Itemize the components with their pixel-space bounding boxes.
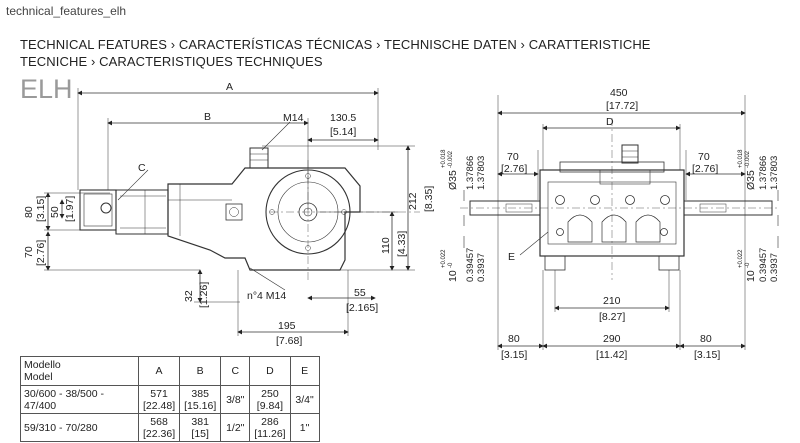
key-right-tol-dn: -0 [745, 262, 751, 268]
dim-32: 32 [183, 290, 195, 302]
table-cell: 568[22.36] [137, 413, 181, 442]
key-right-tol-up: +0.022 [738, 249, 744, 268]
dim-55-in: [2.165] [346, 302, 378, 314]
side-view [44, 88, 420, 336]
dim-80-right: 80 [700, 333, 712, 345]
dim-110-in: [4.33] [396, 231, 408, 257]
key-left-tol-up: +0.022 [441, 249, 447, 268]
table-header-col: C [220, 356, 251, 386]
shaft-left-tol-up: +0.018 [441, 149, 447, 168]
table-cell-model: 30/600 - 38/500 - 47/400 [20, 385, 139, 414]
model-name: ELH [20, 74, 73, 104]
dim-50: 50 [49, 206, 61, 218]
table-header-model: Modello Model [20, 356, 139, 386]
dim-50-in: [1.97] [64, 196, 76, 222]
shaft-left-in1: 1.37866 [465, 156, 476, 190]
table-cell: 3/8" [220, 385, 251, 414]
shaft-right-in1: 1.37866 [758, 156, 769, 190]
key-right: 10 [745, 270, 757, 282]
dim-70-right-in: [2.76] [692, 163, 718, 175]
dim-290-in: [11.42] [596, 349, 627, 361]
table-cell: 381[15] [179, 413, 222, 442]
dim-130-5-in: [5.14] [330, 126, 356, 138]
dim-212: 212 [407, 192, 419, 210]
side-view-labels: A B C 130.5 [5.14] M14 212 [8.35] 110 [4… [23, 81, 435, 347]
dim-A: A [226, 81, 233, 93]
dim-195-in: [7.68] [276, 335, 302, 347]
key-left-in1: 0.39457 [465, 248, 476, 282]
shaft-left-tol-dn: -0.002 [448, 150, 454, 168]
front-view [460, 95, 780, 350]
table-header-col: A [137, 356, 181, 386]
table-cell: 1/2" [220, 413, 251, 442]
table-row: 30/600 - 38/500 - 47/400 571[22.48] 385[… [20, 385, 320, 414]
front-view-labels: 450 [17.72] D E 70 [2.76] 70 [2.76] Ø35 … [441, 87, 780, 361]
table-cell: 385[15.16] [179, 385, 222, 414]
dim-110: 110 [380, 237, 392, 254]
page-title: TECHNICAL FEATURES › CARACTERÍSTICAS TÉC… [20, 37, 651, 69]
table-header-col: D [249, 356, 291, 386]
table-header-col: B [179, 356, 222, 386]
dim-450-in: [17.72] [606, 100, 638, 112]
dim-E: E [508, 251, 515, 263]
dimensions-table: Modello Model A B C D E 30/600 - 38/500 … [20, 356, 320, 442]
file-label: technical_features_elh [6, 4, 127, 18]
shaft-right-dia: Ø35 [745, 170, 757, 190]
table-cell-model: 59/310 - 70/280 [20, 413, 139, 442]
dim-212-in: [8.35] [423, 186, 435, 212]
dim-70: 70 [23, 246, 35, 258]
table-cell: 250[9.84] [249, 385, 291, 414]
dim-80-left-in: [3.15] [501, 349, 527, 361]
dim-80: 80 [23, 206, 35, 218]
dim-70-left: 70 [507, 151, 519, 163]
key-right-in1: 0.39457 [758, 248, 769, 282]
dim-80-right-in: [3.15] [694, 349, 720, 361]
dim-D: D [606, 116, 614, 128]
table-cell: 286[11.26] [249, 413, 291, 442]
table-header-row: Modello Model A B C D E [20, 356, 320, 386]
table-cell: 571[22.48] [137, 385, 181, 414]
shaft-right-tol-dn: -0.002 [745, 150, 751, 168]
dim-70-left-in: [2.76] [501, 163, 527, 175]
table-header-col: E [289, 356, 320, 386]
dim-C: C [138, 162, 146, 174]
table-cell: 1" [289, 413, 320, 442]
dim-80-in: [3.15] [35, 196, 47, 222]
dim-210: 210 [603, 295, 621, 307]
dim-32-in: [1.26] [198, 282, 210, 308]
dim-n4-m14: n°4 M14 [247, 290, 286, 302]
shaft-right-in2: 1.37803 [769, 156, 780, 190]
key-left: 10 [447, 270, 459, 282]
table-cell: 3/4" [289, 385, 320, 414]
key-right-in2: 0.3937 [769, 253, 780, 282]
shaft-right-tol-up: +0.018 [738, 149, 744, 168]
dim-B: B [204, 111, 211, 123]
dim-130-5: 130.5 [330, 112, 356, 124]
key-left-in2: 0.3937 [476, 253, 487, 282]
dim-290: 290 [603, 333, 621, 345]
shaft-left-dia: Ø35 [447, 170, 459, 190]
dim-80-left: 80 [508, 333, 520, 345]
dim-195: 195 [278, 320, 296, 332]
dim-450: 450 [610, 87, 628, 99]
table-row: 59/310 - 70/280 568[22.36] 381[15] 1/2" … [20, 413, 320, 442]
dim-210-in: [8.27] [599, 311, 625, 323]
key-left-tol-dn: -0 [448, 262, 454, 268]
dim-70-in: [2.76] [35, 240, 47, 266]
dim-70-right: 70 [698, 151, 710, 163]
dim-55: 55 [354, 287, 366, 299]
shaft-left-in2: 1.37803 [476, 156, 487, 190]
dim-m14: M14 [283, 112, 304, 124]
